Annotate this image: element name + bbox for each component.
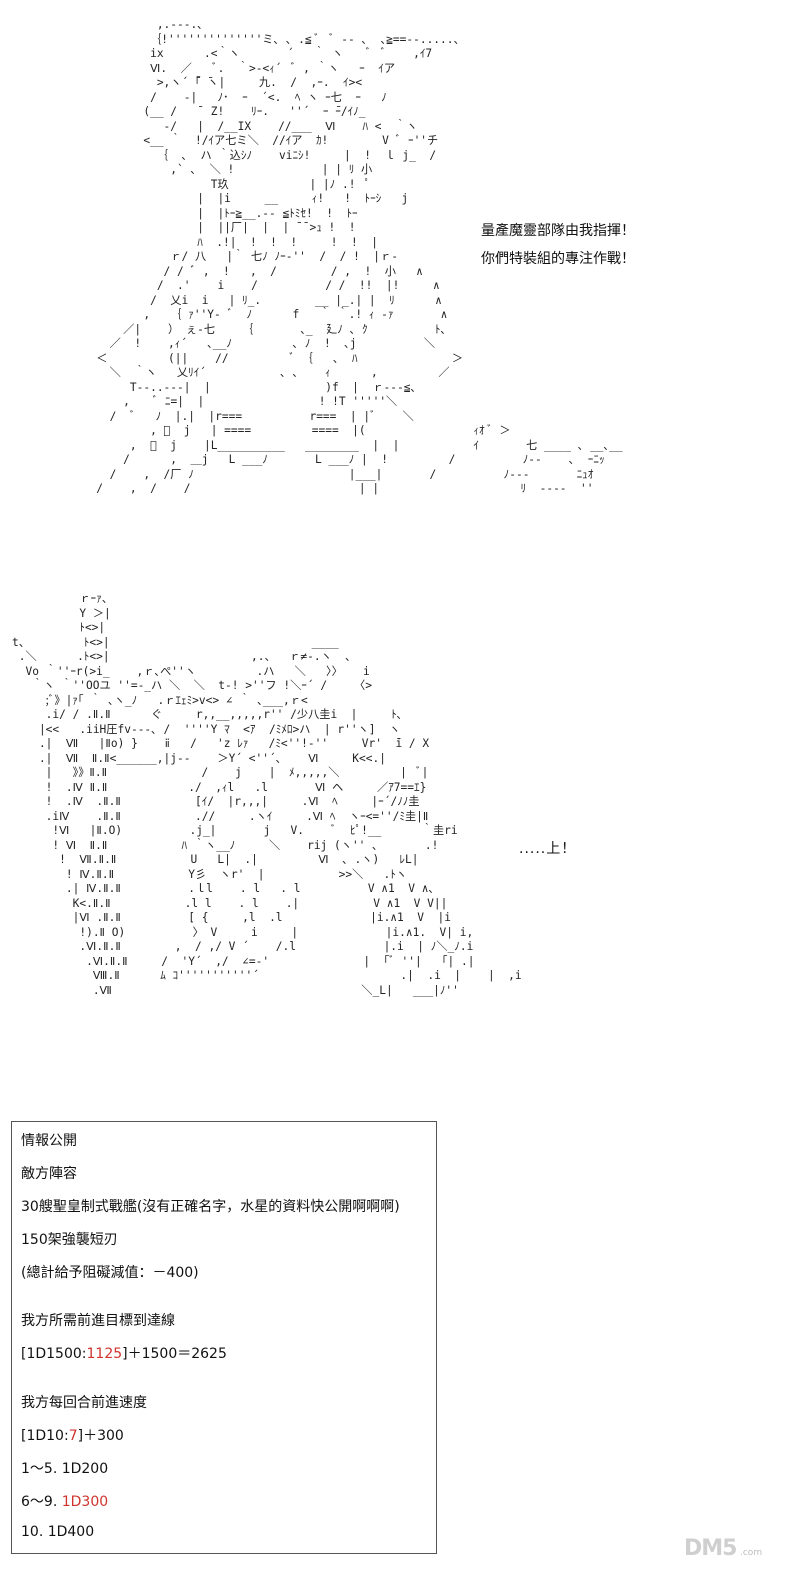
- watermark-logo: DM5: [684, 1536, 737, 1561]
- speed-heading: 我方每回合前進速度: [21, 1395, 147, 1411]
- distance-roll: [1D1500:1125]＋1500＝2625: [21, 1343, 227, 1363]
- speed-roll-suffix: ]＋300: [77, 1428, 124, 1444]
- distance-roll-prefix: [1D1500:: [21, 1346, 87, 1362]
- speech-line-1: 量產魔靈部隊由我指揮！: [481, 223, 635, 239]
- speed-roll-prefix: [1D10:: [21, 1428, 69, 1444]
- speed-option-2: 6～9. 1D300: [21, 1491, 108, 1511]
- speech-line-2: 你們特裝組的專注作戰！: [481, 251, 635, 267]
- distance-roll-suffix: ]＋1500＝2625: [122, 1346, 227, 1362]
- enemy-heading: 敵方陣容: [21, 1166, 77, 1182]
- info-title: 情報公開: [21, 1133, 77, 1149]
- speed-option-2-value: 1D300: [61, 1494, 109, 1510]
- speed-option-1: 1～5. 1D200: [21, 1461, 109, 1477]
- speed-roll: [1D10:7]＋300: [21, 1425, 124, 1445]
- ascii-art-soldiers: ｒｰｧ、 Y ＞| ﾄ<>| t、 ﾄ<>| ____ .＼ .ﾄ<>| ,.、…: [12, 592, 522, 997]
- distance-roll-value: 1125: [86, 1346, 123, 1362]
- ascii-art-commander: ,.---.､ ｛!''''''''''''''ミ､ ､ .≦ ﾞ ﾞ -- ､…: [96, 18, 623, 495]
- info-panel: 情報公開 敵方陣容 30艘聖皇制式戰艦(沒有正確名字，水星的資料快公開啊啊啊) …: [11, 1121, 437, 1554]
- speed-roll-value: 7: [68, 1428, 78, 1444]
- distance-heading: 我方所需前進目標到達線: [21, 1313, 175, 1329]
- enemy-ships: 30艘聖皇制式戰艦(沒有正確名字，水星的資料快公開啊啊啊): [21, 1199, 400, 1215]
- speed-option-2-prefix: 6～9.: [21, 1494, 62, 1510]
- speech-line-3: .....上！: [519, 841, 577, 857]
- enemy-fighters: 150架強襲短刃: [21, 1232, 118, 1248]
- enemy-total: (總計給予阻礙減值：－400): [21, 1265, 199, 1281]
- watermark-sub: .com: [740, 1548, 763, 1558]
- speed-option-3: 10. 1D400: [21, 1524, 95, 1540]
